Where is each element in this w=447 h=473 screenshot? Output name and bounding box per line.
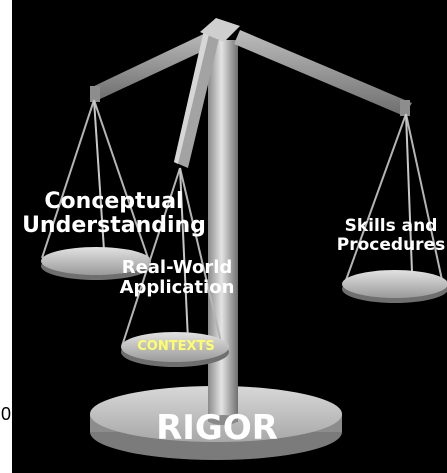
label-conceptual-understanding: Conceptual Understanding — [22, 189, 206, 239]
label-contexts: CONTEXTS — [137, 339, 215, 354]
scale-beam — [90, 18, 412, 168]
balance-scale-illustration — [41, 18, 447, 460]
label-rigor: RIGOR — [156, 408, 278, 448]
right-pan — [342, 113, 447, 303]
slide-number: 0 — [0, 404, 11, 424]
rigor-balance-diagram: Conceptual Understanding Skills and Proc… — [12, 0, 447, 473]
label-real-world-application: Real-World Application — [119, 257, 235, 298]
label-skills-and-procedures: Skills and Procedures — [336, 216, 446, 255]
center-pan — [121, 167, 229, 367]
left-pan — [41, 99, 151, 280]
